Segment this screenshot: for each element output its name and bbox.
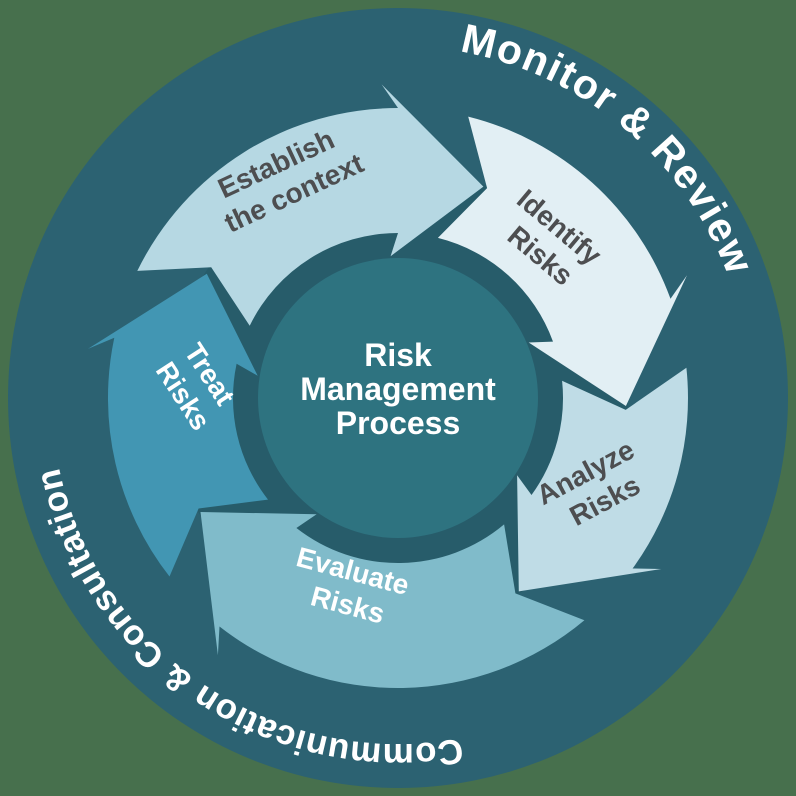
arrow-establish-the-context (137, 84, 484, 326)
arrow-treat-risks (87, 273, 269, 577)
center-label-line3: Process (336, 405, 461, 441)
arrow-analyze-risks (517, 367, 688, 592)
arrow-identify-risks (437, 116, 687, 406)
center-circle (258, 258, 538, 538)
center-label-line2: Management (300, 371, 496, 407)
arrow-evaluate-risks (200, 512, 585, 688)
center-label-line1: Risk (364, 337, 432, 373)
